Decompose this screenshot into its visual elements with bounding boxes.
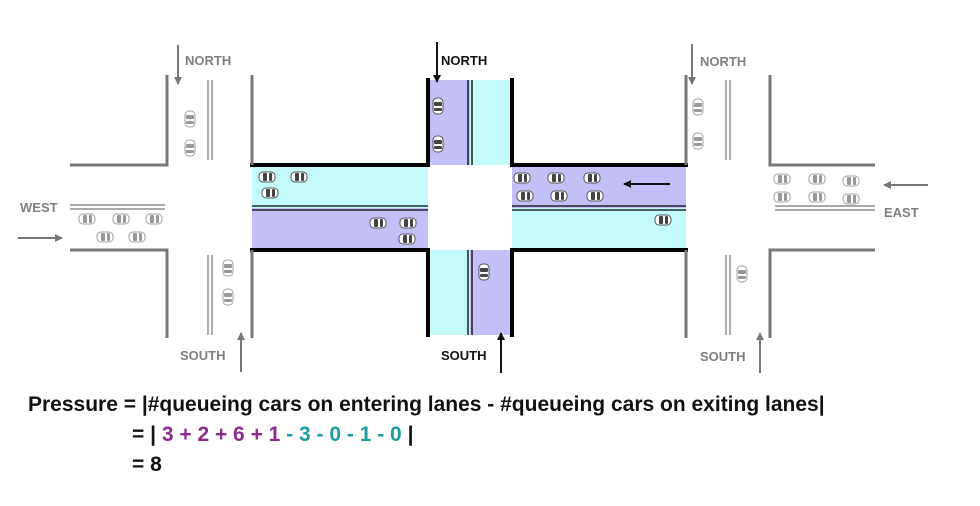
pressure-formula: Pressure = |#queueing cars on entering l…	[28, 390, 825, 480]
formula-line-3: = 8	[28, 450, 825, 480]
center-north-label: NORTH	[441, 53, 487, 68]
west-exiting-lane	[252, 165, 428, 208]
west-intersection: NORTH SOUTH WEST	[18, 45, 254, 372]
formula-result: = 8	[132, 453, 162, 476]
south-entering-queue	[478, 263, 490, 281]
exiting-terms: - 3 - 0 - 1 - 0	[286, 423, 402, 446]
south-entering-lane	[470, 250, 512, 335]
north-exiting-lane	[470, 80, 512, 165]
south-exiting-lane	[428, 250, 470, 335]
formula-suffix: |	[407, 423, 414, 446]
center-south-label: SOUTH	[441, 348, 487, 363]
north-entering-lane	[428, 80, 470, 165]
east-intersection: NORTH SOUTH EAST	[684, 44, 928, 373]
west-entering-lane	[252, 208, 428, 250]
east-entering-lane	[512, 165, 686, 208]
center-intersection: NORTH SOUTH	[250, 42, 688, 373]
traffic-intersection-diagram: NORTH SOUTH NORTH SOUTH WEST	[18, 42, 928, 373]
formula-prefix: = |	[132, 423, 156, 446]
east-north-label: NORTH	[700, 54, 746, 69]
formula-line-2: = | 3 + 2 + 6 + 1 - 3 - 0 - 1 - 0 |	[28, 420, 825, 450]
entering-terms: 3 + 2 + 6 + 1	[161, 423, 281, 446]
east-exiting-queue	[654, 214, 672, 226]
west-west-label: WEST	[20, 200, 58, 215]
east-east-label: EAST	[884, 205, 919, 220]
east-exiting-lane	[512, 208, 686, 250]
west-south-label: SOUTH	[180, 348, 226, 363]
formula-line-1: Pressure = |#queueing cars on entering l…	[28, 393, 825, 416]
east-south-label: SOUTH	[700, 349, 746, 364]
west-north-label: NORTH	[185, 53, 231, 68]
